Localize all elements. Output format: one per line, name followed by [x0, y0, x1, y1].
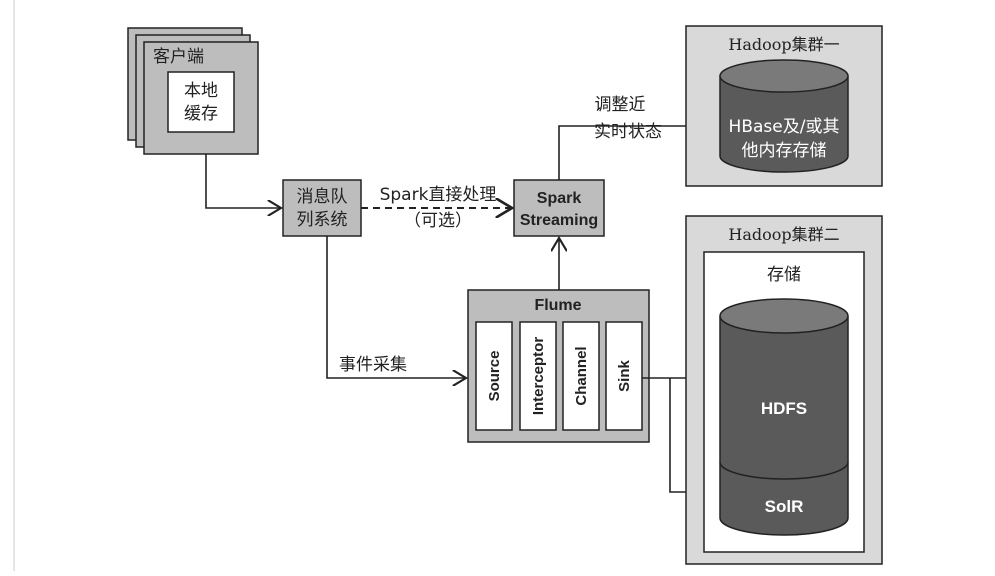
spark-streaming-line2: Streaming	[520, 212, 598, 229]
flume-sink: Sink	[616, 360, 633, 392]
flume-channel: Channel	[573, 346, 590, 405]
spark-streaming: Spark Streaming	[513, 179, 605, 237]
event-collect-label: 事件采集	[339, 355, 407, 375]
local-cache-line1: 本地	[184, 81, 218, 101]
spark-direct-line1: Spark直接处理	[380, 185, 497, 205]
hadoop-cluster-1: Hadoop集群一 HBase及/或其 他内存存储	[685, 25, 883, 187]
hbase-line2: 他内存存储	[742, 141, 827, 161]
spark-streaming-line1: Spark	[537, 190, 582, 207]
hdfs-label: HDFS	[761, 399, 807, 418]
spark-to-hbase-arrow	[558, 126, 720, 180]
hadoop-cluster-2: Hadoop集群二 存储 SolR HDFS	[685, 215, 883, 565]
flume-sink-box	[605, 321, 643, 431]
local-cache-line2: 缓存	[184, 104, 218, 124]
flume-interceptor-box	[519, 321, 557, 431]
message-queue: 消息队 列系统	[282, 179, 362, 237]
cluster1-title: Hadoop集群一	[728, 35, 839, 54]
solr-cylinder-section: SolR	[719, 462, 849, 536]
spark-direct-line2: （可选）	[404, 211, 472, 231]
client-label: 客户端	[153, 47, 204, 67]
mq-line2: 列系统	[297, 210, 348, 230]
cluster2-title: Hadoop集群二	[728, 225, 839, 244]
hdfs-cylinder-section: HDFS	[719, 298, 849, 480]
flume: Flume Source Interceptor Channel Sink	[467, 289, 650, 443]
flume-channel-box	[562, 321, 600, 431]
event-collect-arrow	[326, 236, 466, 378]
update-state-line2: 实时状态	[594, 122, 662, 142]
client-to-mq-arrow	[205, 154, 281, 208]
update-state-line1: 调整近	[595, 95, 646, 115]
client-stack: 客户端 本地 缓存	[127, 27, 259, 155]
flume-source-box	[475, 321, 513, 431]
flume-title: Flume	[534, 297, 581, 314]
hbase-cylinder: HBase及/或其 他内存存储	[719, 59, 849, 173]
local-cache-box	[167, 71, 235, 133]
mq-line1: 消息队	[297, 187, 348, 207]
solr-label: SolR	[765, 497, 804, 516]
flume-interceptor: Interceptor	[530, 337, 547, 416]
flume-source: Source	[486, 351, 503, 402]
storage-label: 存储	[767, 265, 801, 285]
hbase-line1: HBase及/或其	[729, 117, 840, 137]
